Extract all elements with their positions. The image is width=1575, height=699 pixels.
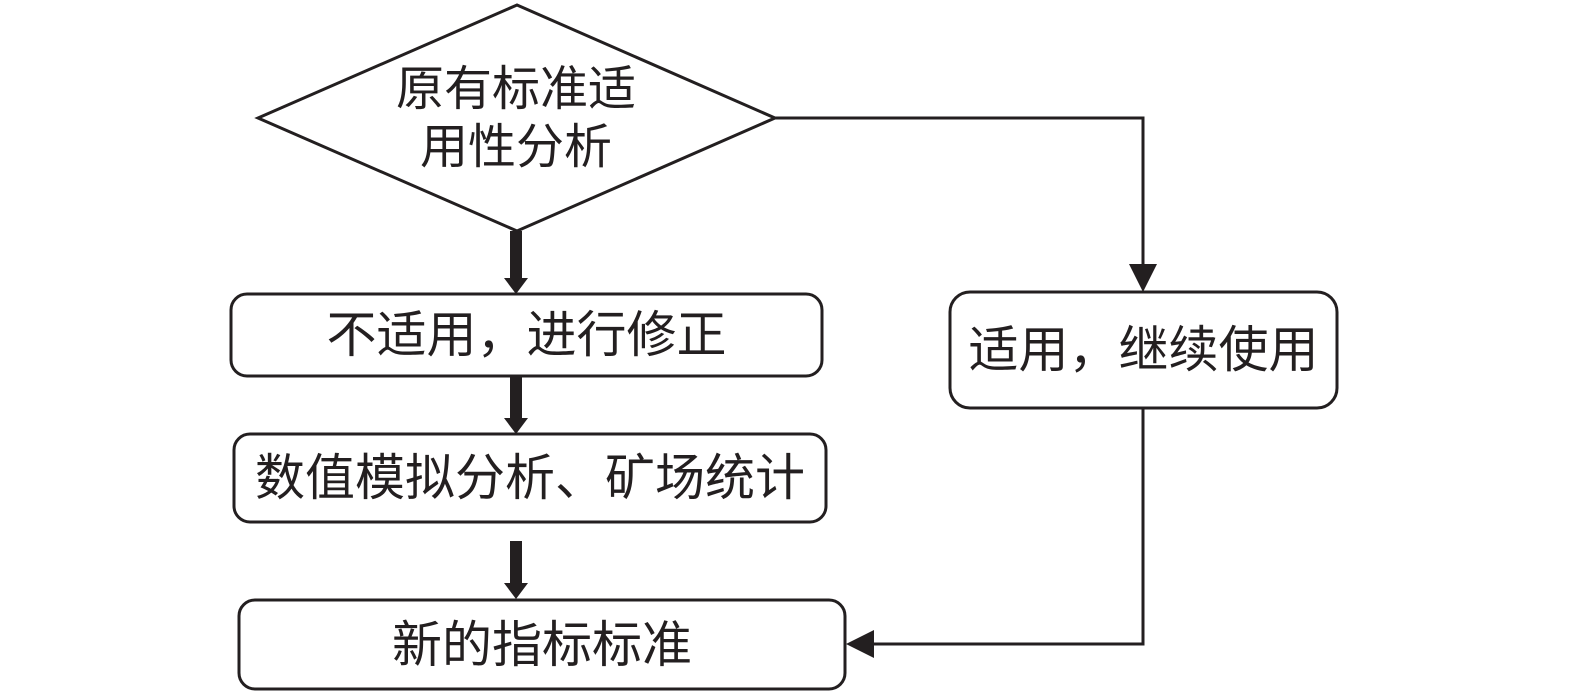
box-not-applicable (229, 292, 824, 378)
decision-label: 原有标准适 用性分析 (338, 58, 694, 178)
decision-line-1: 原有标准适 (395, 61, 636, 117)
branch-right-line (775, 116, 1145, 266)
new-standard-label: 新的指标标准 (392, 615, 692, 674)
not-applicable-label: 不适用，进行修正 (326, 306, 727, 364)
applicable-label: 适用，继续使用 (968, 321, 1319, 379)
box-analysis (232, 432, 828, 524)
box-new-standard (237, 598, 847, 691)
decision-line-2: 用性分析 (419, 119, 612, 175)
arrow-to-applicable (1129, 264, 1157, 292)
branch-return-line (872, 408, 1145, 646)
arrow-not-applicable-to-analysis (504, 376, 528, 434)
arrow-analysis-to-new-standard (504, 541, 528, 599)
arrow-to-new-standard (846, 630, 874, 658)
analysis-label: 数值模拟分析、矿场统计 (255, 449, 805, 507)
arrow-decision-to-not-applicable (504, 231, 528, 294)
